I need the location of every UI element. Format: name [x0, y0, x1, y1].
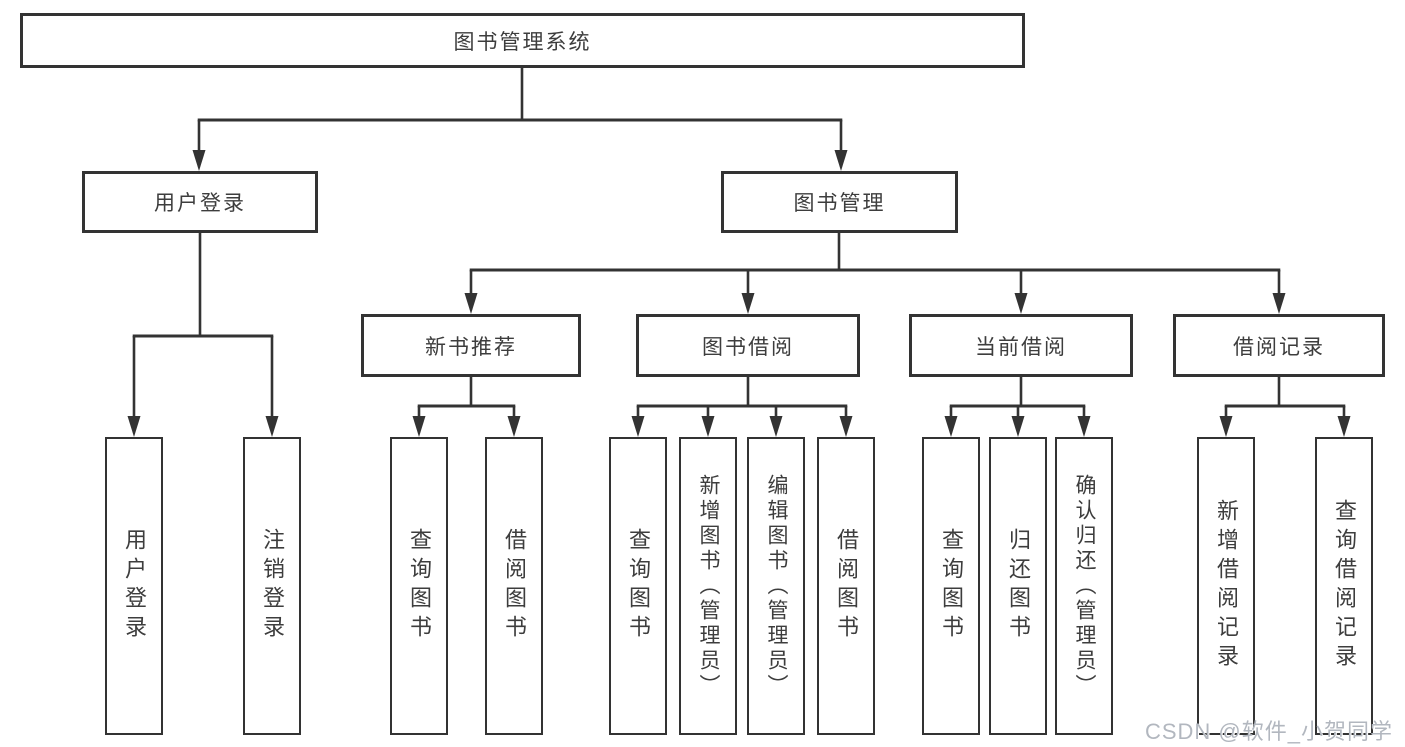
leaf-logout: 注销登录 [243, 437, 301, 735]
leaf-query-books-recommend: 查询图书 [390, 437, 448, 735]
node-library-management-system: 图书管理系统 [20, 13, 1025, 68]
leaf-return-books: 归还图书 [989, 437, 1047, 735]
leaf-add-borrow-record: 新增借阅记录 [1197, 437, 1255, 735]
leaf-label: 归还图书 [1006, 528, 1031, 644]
leaf-query-books-borrowing: 查询图书 [609, 437, 667, 735]
leaf-label: 新增图书（管理员） [697, 473, 720, 699]
node-new-book-recommend: 新书推荐 [361, 314, 581, 377]
leaf-label: 借阅图书 [834, 528, 859, 644]
leaf-label: 用户登录 [122, 528, 147, 644]
node-label: 图书借阅 [702, 335, 794, 359]
leaf-label: 借阅图书 [502, 528, 527, 644]
leaf-borrow-books: 借阅图书 [817, 437, 875, 735]
leaf-label: 查询图书 [407, 528, 432, 644]
leaf-edit-books-admin: 编辑图书（管理员） [747, 437, 805, 735]
leaf-query-books-current: 查询图书 [922, 437, 980, 735]
node-book-management-module: 图书管理 [721, 171, 958, 233]
node-label: 借阅记录 [1233, 335, 1325, 359]
leaf-label: 查询借阅记录 [1332, 499, 1357, 673]
leaf-user-login: 用户登录 [105, 437, 163, 735]
leaf-label: 注销登录 [260, 528, 285, 644]
leaf-label: 查询图书 [626, 528, 651, 644]
leaf-label: 确认归还（管理员） [1073, 473, 1096, 699]
leaf-confirm-return-admin: 确认归还（管理员） [1055, 437, 1113, 735]
node-borrowing-records: 借阅记录 [1173, 314, 1385, 377]
node-current-borrowing: 当前借阅 [909, 314, 1133, 377]
node-book-borrowing: 图书借阅 [636, 314, 860, 377]
node-label: 图书管理 [793, 192, 886, 215]
leaf-label: 编辑图书（管理员） [765, 473, 788, 699]
node-label: 用户登录 [154, 192, 246, 215]
leaf-query-borrow-record: 查询借阅记录 [1315, 437, 1373, 735]
leaf-add-books-admin: 新增图书（管理员） [679, 437, 737, 735]
node-user-login-module: 用户登录 [82, 171, 318, 233]
node-label: 图书管理系统 [453, 30, 592, 54]
node-label: 当前借阅 [975, 335, 1067, 359]
csdn-watermark: CSDN @软件_小贺同学 [1144, 719, 1393, 744]
node-label: 新书推荐 [425, 335, 517, 359]
leaf-borrow-books-recommend: 借阅图书 [485, 437, 543, 735]
leaf-label: 查询图书 [939, 528, 964, 644]
leaf-label: 新增借阅记录 [1214, 499, 1239, 673]
